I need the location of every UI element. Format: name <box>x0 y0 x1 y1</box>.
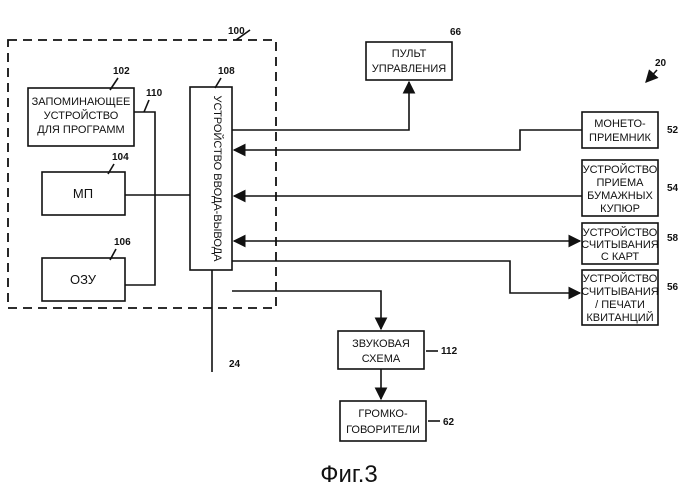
io-block <box>190 87 232 270</box>
coin-acceptor-line-1: МОНЕТО- <box>594 118 646 130</box>
io-ref: 108 <box>218 66 235 77</box>
ram-label: ОЗУ <box>70 272 97 287</box>
sound-circuit-ref: 112 <box>441 346 458 357</box>
mp-ref: 104 <box>112 152 129 163</box>
mp-label: МП <box>73 186 93 201</box>
bus-ref-leader <box>144 100 149 112</box>
program-memory-line-1: ЗАПОМИНАЮЩЕЕ <box>32 96 131 108</box>
card-reader-line-2: СЧИТЫВАНИЯ <box>581 239 658 251</box>
control-panel-ref: 66 <box>450 27 462 38</box>
card-reader-line-1: УСТРОЙСТВО <box>583 226 658 239</box>
card-reader-line-3: С КАРТ <box>601 251 640 263</box>
ticket-line-2: СЧИТЫВАНИЯ <box>581 286 658 298</box>
line-24-ref: 24 <box>229 359 241 370</box>
ticket-line-1: УСТРОЙСТВО <box>583 272 658 285</box>
ticket-line-3: / ПЕЧАТИ <box>595 299 645 311</box>
speakers-ref: 62 <box>443 417 455 428</box>
coin-io-link <box>234 130 582 150</box>
coin-acceptor-ref: 52 <box>667 125 679 136</box>
control-panel-line-2: УПРАВЛЕНИЯ <box>372 63 446 75</box>
card-reader-ref: 58 <box>667 233 679 244</box>
io-control-panel-link <box>232 82 409 130</box>
bill-acceptor-line-3: БУМАЖНЫХ <box>587 190 653 202</box>
system-20-arrow <box>646 70 657 82</box>
io-ticket-link <box>232 261 580 293</box>
io-sound-link <box>232 291 381 329</box>
control-panel-line-1: ПУЛЬТ <box>392 48 427 60</box>
coin-acceptor-line-2: ПРИЕМНИК <box>589 132 651 144</box>
ticket-ref: 56 <box>667 282 679 293</box>
sound-circuit-line-2: СХЕМА <box>362 353 401 365</box>
bill-acceptor-ref: 54 <box>667 183 679 194</box>
bill-acceptor-line-4: КУПЮР <box>600 203 640 215</box>
program-memory-line-3: ДЛЯ ПРОГРАММ <box>37 124 124 136</box>
sound-circuit-line-1: ЗВУКОВАЯ <box>352 338 410 350</box>
speakers-line-1: ГРОМКО- <box>358 408 408 420</box>
ticket-line-4: КВИТАНЦИЙ <box>586 311 653 324</box>
bill-acceptor-line-2: ПРИЕМА <box>597 177 645 189</box>
bus-ref: 110 <box>146 88 163 99</box>
bill-acceptor-line-1: УСТРОЙСТВО <box>583 163 658 176</box>
ram-ref: 106 <box>114 237 131 248</box>
program-memory-line-2: УСТРОЙСТВО <box>44 109 119 122</box>
speakers-line-2: ГОВОРИТЕЛИ <box>346 424 420 436</box>
io-label: УСТРОЙСТВО ВВОДА-ВЫВОДА <box>211 96 224 263</box>
system-20-ref: 20 <box>655 58 667 69</box>
program-memory-ref: 102 <box>113 66 130 77</box>
figure-caption: Фиг.3 <box>320 461 378 488</box>
